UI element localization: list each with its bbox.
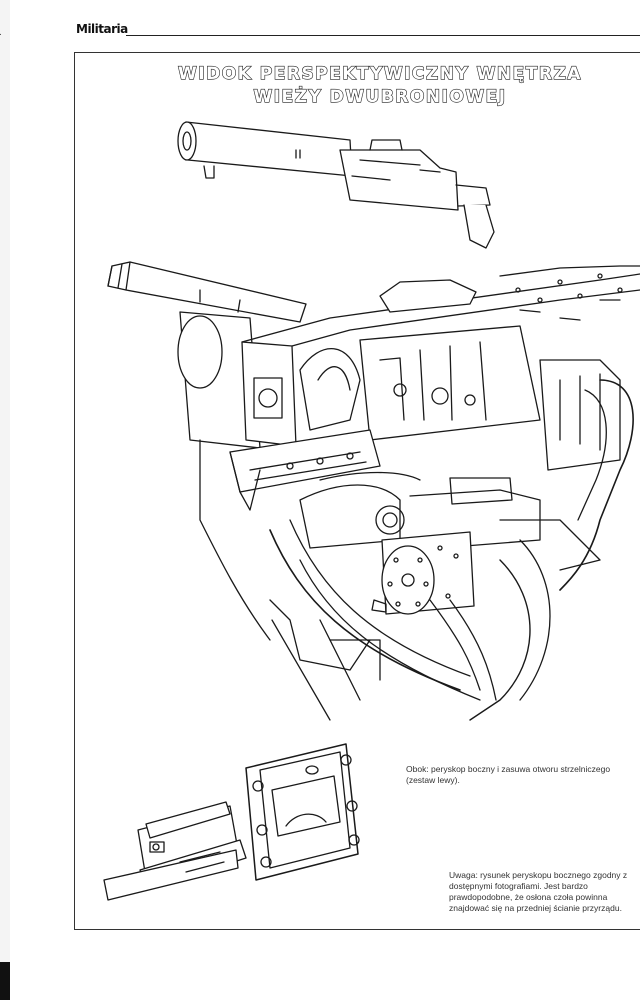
side-periscope-drawing [103,801,247,901]
page-title: WIDOK PERSPEKTYWICZNY WNĘTRZA WIEŻY DWUB… [100,63,640,109]
facing-page-fragment: a [0,24,1,38]
title-line-1: WIDOK PERSPEKTYWICZNY WNĘTRZA [177,63,582,84]
scan-edge-mark [0,962,10,1000]
page-header: Militaria [76,22,640,40]
elevation-mechanism-drawing [229,429,601,571]
periscope-note: Uwaga: rysunek peryskopu bocznego zgodny… [449,870,628,913]
brand-label: Militaria [76,22,128,36]
turret-ring-drawing [199,439,551,721]
illustration-frame [74,52,640,930]
turret-cutaway-drawing [103,121,640,901]
loophole-cover-drawing [245,743,360,881]
header-rule [126,35,640,36]
title-line-2: WIEŻY DWUBRONIOWEJ [253,86,507,107]
machine-gun-drawing [177,121,495,249]
traverse-handwheel-drawing [371,531,475,615]
turret-structure-drawing [177,265,640,591]
cannon-drawing [107,261,307,323]
periscope-caption: Obok: peryskop boczny i zasuwa otworu st… [406,764,611,785]
facing-page-edge [0,0,10,1000]
